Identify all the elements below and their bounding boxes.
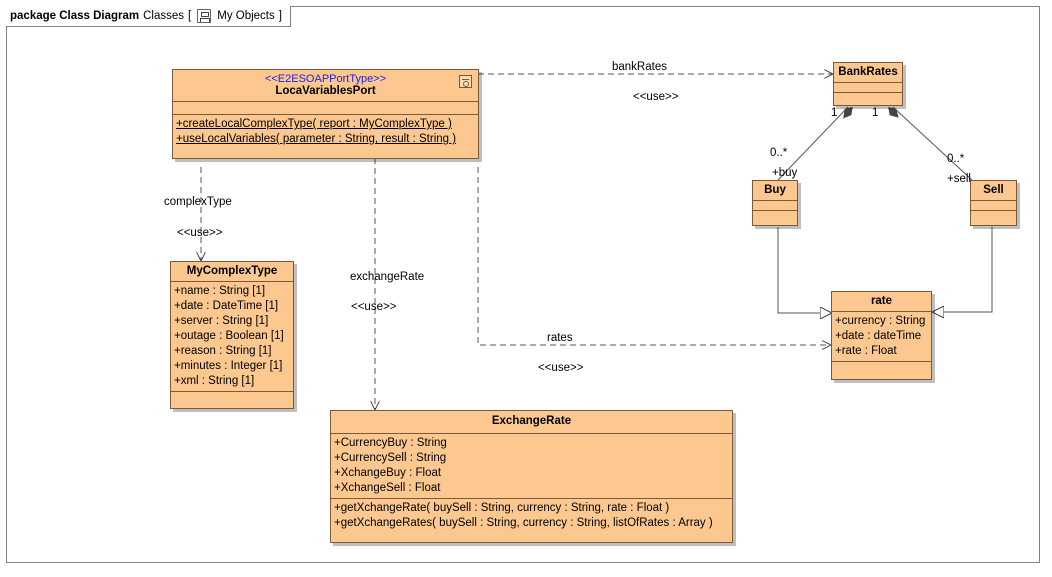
- operation-compartment: [971, 211, 1016, 220]
- multiplicity-bankrates-sell: 1: [872, 107, 879, 119]
- operation-compartment: +createLocalComplexType( report : MyComp…: [173, 115, 478, 149]
- attribute[interactable]: +CurrencyBuy : String: [334, 437, 447, 449]
- class-name: BankRates: [838, 66, 898, 78]
- class-header: rate: [832, 292, 931, 312]
- generalization-sell[interactable]: [932, 227, 993, 312]
- class-name: Sell: [983, 184, 1004, 196]
- edge-role-complextype: complexType: [164, 196, 232, 208]
- attribute[interactable]: +date : dateTime: [835, 330, 922, 342]
- class-name: MyComplexType: [186, 265, 278, 277]
- class-locavariablesport[interactable]: <<E2ESOAPPortType>> LocaVariablesPort +c…: [172, 69, 479, 159]
- class-mycomplextype[interactable]: MyComplexType +name : String [1] +date :…: [170, 261, 294, 409]
- attribute-compartment: [971, 201, 1016, 211]
- role-buy: +buy: [772, 167, 798, 179]
- class-header: Buy: [753, 181, 797, 201]
- composition-buy-diamond: [843, 107, 853, 119]
- edge-stereotype-rates: <<use>>: [538, 362, 584, 374]
- attribute[interactable]: +server : String [1]: [174, 315, 269, 327]
- attribute[interactable]: +minutes : Integer [1]: [174, 360, 283, 372]
- attribute[interactable]: +currency : String: [835, 315, 926, 327]
- edge-role-rates: rates: [547, 332, 573, 344]
- composition-sell-diamond: [888, 107, 899, 118]
- edge-stereotype-exchangerate: <<use>>: [351, 301, 397, 313]
- frame-bracket-open: [: [188, 10, 192, 22]
- composition-sell[interactable]: [892, 106, 973, 181]
- class-sell[interactable]: Sell: [970, 180, 1017, 226]
- class-buy[interactable]: Buy: [752, 180, 798, 226]
- attribute-compartment: [753, 201, 797, 211]
- operation-compartment: [171, 392, 293, 404]
- class-exchangerate[interactable]: ExchangeRate +CurrencyBuy : String +Curr…: [330, 410, 733, 543]
- stereotype-label: <<E2ESOAPPortType>>: [264, 73, 387, 85]
- class-header: MyComplexType: [171, 262, 293, 282]
- frame-bracket-close: ]: [278, 10, 282, 22]
- class-rate[interactable]: rate +currency : String +date : dateTime…: [831, 291, 932, 380]
- diagram-frame-tab: package Class Diagram Classes [ My Objec…: [6, 6, 291, 27]
- operation-compartment: [832, 362, 931, 374]
- operation[interactable]: +getXchangeRates( buySell : String, curr…: [334, 517, 713, 529]
- frame-name: Classes: [143, 10, 185, 22]
- operation[interactable]: +createLocalComplexType( report : MyComp…: [176, 118, 452, 130]
- multiplicity-sell: 0..*: [947, 153, 965, 165]
- attribute[interactable]: +outage : Boolean [1]: [174, 330, 284, 342]
- attribute[interactable]: +CurrencySell : String: [334, 452, 447, 464]
- frame-keyword: package Class Diagram: [10, 10, 140, 22]
- operation-compartment: [834, 93, 902, 102]
- edge-role-bankrates: bankRates: [612, 61, 667, 73]
- class-header: ExchangeRate: [331, 411, 732, 434]
- attribute[interactable]: +xml : String [1]: [174, 375, 255, 387]
- operation[interactable]: +useLocalVariables( parameter : String, …: [176, 133, 457, 145]
- frame-diagram-ref[interactable]: My Objects: [217, 10, 275, 22]
- attribute[interactable]: +rate : Float: [835, 345, 897, 357]
- operation[interactable]: +getXchangeRate( buySell : String, curre…: [334, 502, 670, 514]
- composition-buy[interactable]: [777, 106, 849, 181]
- edge-role-exchangerate: exchangeRate: [350, 271, 425, 283]
- attribute[interactable]: +reason : String [1]: [174, 345, 272, 357]
- attribute-compartment: +name : String [1] +date : DateTime [1] …: [171, 282, 293, 392]
- attribute-compartment: [173, 102, 478, 115]
- class-name: ExchangeRate: [491, 415, 572, 427]
- package-diagram-icon: [197, 9, 212, 23]
- attribute-compartment: +CurrencyBuy : String +CurrencySell : St…: [331, 434, 732, 499]
- class-header: <<E2ESOAPPortType>> LocaVariablesPort: [173, 70, 478, 102]
- attribute[interactable]: +date : DateTime [1]: [174, 300, 279, 312]
- role-sell: +sell: [947, 173, 971, 185]
- attribute-compartment: +currency : String +date : dateTime +rat…: [832, 312, 931, 362]
- multiplicity-buy: 0..*: [770, 147, 788, 159]
- dependency-rates[interactable]: [477, 167, 831, 345]
- class-bankrates[interactable]: BankRates: [833, 62, 903, 106]
- attribute[interactable]: +XchangeSell : Float: [334, 482, 441, 494]
- class-header: Sell: [971, 181, 1016, 201]
- class-header: BankRates: [834, 63, 902, 83]
- operation-compartment: [753, 211, 797, 220]
- class-name: LocaVariablesPort: [275, 85, 376, 97]
- edge-stereotype-bankrates: <<use>>: [633, 91, 679, 103]
- operation-compartment: +getXchangeRate( buySell : String, curre…: [331, 499, 732, 533]
- attribute[interactable]: +XchangeBuy : Float: [334, 467, 442, 479]
- class-name: Buy: [764, 184, 786, 196]
- edge-stereotype-complextype: <<use>>: [177, 227, 223, 239]
- diagram-frame: [6, 6, 1040, 563]
- attribute-compartment: [834, 83, 902, 93]
- port-type-icon: [459, 75, 472, 88]
- generalization-buy[interactable]: [777, 227, 832, 313]
- class-name: rate: [870, 295, 893, 307]
- multiplicity-bankrates-buy: 1: [831, 107, 838, 119]
- attribute[interactable]: +name : String [1]: [174, 285, 266, 297]
